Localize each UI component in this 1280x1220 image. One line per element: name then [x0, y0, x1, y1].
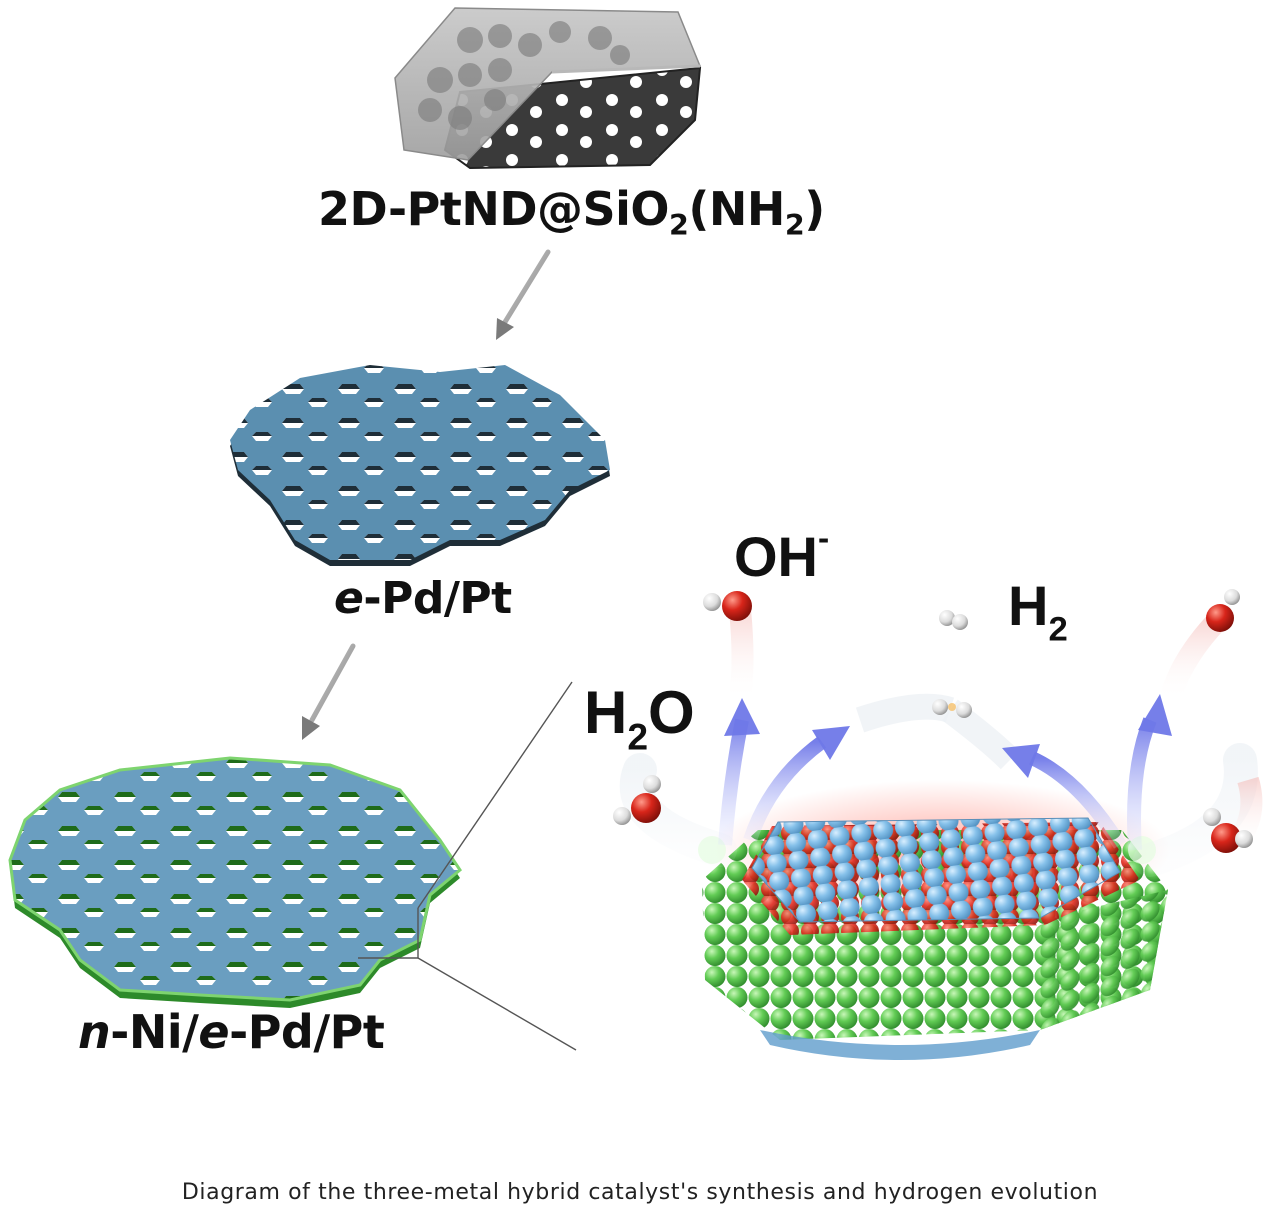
molecules [613, 589, 1253, 853]
water-label: H2O [584, 679, 695, 758]
water-molecule-left [613, 775, 661, 825]
hydrogen-molecule-forming [932, 699, 972, 718]
stage-2-illustration [230, 365, 610, 566]
magnification-guide [358, 681, 577, 1051]
stage-1-illustration [394, 7, 702, 170]
hydroxide-molecule-right [1206, 589, 1240, 632]
arrow-stage1-to-stage2 [496, 249, 551, 340]
stage-3-illustration [8, 756, 462, 1008]
catalyst-particle [698, 780, 1170, 1060]
stage-3-label: n-Ni/e-Pd/Pt [78, 1005, 385, 1059]
water-molecule-right [1203, 808, 1253, 853]
hydrogen-label: H2 [1008, 574, 1068, 649]
stage-1-label: 2D-PtND@SiO2(NH2) [318, 182, 825, 242]
stage-2-label: e-Pd/Pt [334, 573, 512, 624]
figure-caption: Diagram of the three-metal hybrid cataly… [181, 1180, 1099, 1205]
arrow-stage2-to-stage3 [302, 643, 356, 740]
hydrogen-molecule-released [939, 610, 968, 630]
hydroxide-label: OH- [734, 520, 830, 588]
hydroxide-molecule-left [703, 591, 752, 621]
